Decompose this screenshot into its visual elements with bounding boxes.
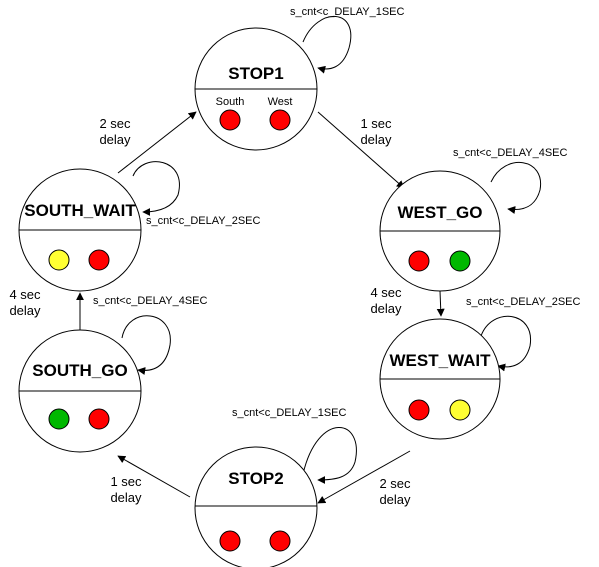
self-loop-stop2 bbox=[302, 427, 357, 484]
west-label: West bbox=[268, 96, 293, 108]
state-stop1: STOP1 South West bbox=[194, 27, 318, 151]
condition-south-go: s_cnt<c_DELAY_4SEC bbox=[93, 295, 207, 307]
delay-west-wait-to-stop2-line2: delay bbox=[379, 492, 411, 507]
delay-west-wait-to-stop2-line1: 2 sec bbox=[379, 476, 411, 491]
delay-west-go-to-west-wait-line2: delay bbox=[370, 301, 402, 316]
delay-south-go-to-south-wait-line2: delay bbox=[9, 303, 41, 318]
west-go-west-light bbox=[449, 250, 471, 272]
condition-west-wait: s_cnt<c_DELAY_2SEC bbox=[466, 296, 580, 308]
delay-west-go-to-west-wait-line1: 4 sec bbox=[370, 285, 402, 300]
arrow-west-go-to-west-wait bbox=[436, 290, 445, 317]
condition-west-go: s_cnt<c_DELAY_4SEC bbox=[453, 147, 567, 159]
south-wait-west-light bbox=[88, 249, 110, 271]
south-wait-south-light bbox=[48, 249, 70, 271]
condition-south-wait: s_cnt<c_DELAY_2SEC bbox=[146, 215, 260, 227]
state-name-west-go: WEST_GO bbox=[397, 203, 482, 222]
arrow-south-wait-to-stop1 bbox=[117, 111, 197, 174]
condition-stop1: s_cnt<c_DELAY_1SEC bbox=[290, 6, 404, 18]
state-name-south-go: SOUTH_GO bbox=[32, 361, 127, 380]
state-west-wait: WEST_WAIT bbox=[379, 318, 501, 440]
west-go-south-light bbox=[408, 250, 430, 272]
stop1-south-light bbox=[219, 109, 241, 131]
state-name-south-wait: SOUTH_WAIT bbox=[24, 201, 136, 220]
state-name-west-wait: WEST_WAIT bbox=[389, 351, 491, 370]
arrow-west-wait-to-stop2 bbox=[317, 450, 411, 504]
state-west-go: WEST_GO bbox=[379, 170, 501, 292]
delay-south-wait-to-stop1-line2: delay bbox=[99, 132, 131, 147]
south-go-south-light bbox=[48, 408, 70, 430]
self-loop-south-wait bbox=[132, 161, 180, 216]
delay-south-go-to-south-wait-line1: 4 sec bbox=[9, 287, 41, 302]
self-loop-stop1 bbox=[302, 16, 352, 74]
state-name-stop2: STOP2 bbox=[228, 469, 283, 488]
south-label: South bbox=[216, 96, 245, 108]
west-wait-south-light bbox=[408, 399, 430, 421]
delay-stop1-to-west-go-line2: delay bbox=[360, 132, 392, 147]
arrow-stop2-to-south-go bbox=[117, 455, 191, 498]
self-loop-south-go bbox=[121, 315, 171, 375]
state-name-stop1: STOP1 bbox=[228, 64, 283, 83]
stop1-west-light bbox=[269, 109, 291, 131]
delay-south-wait-to-stop1-line1: 2 sec bbox=[99, 116, 131, 131]
self-loop-west-go bbox=[490, 161, 542, 214]
self-loop-west-wait bbox=[480, 315, 531, 372]
south-go-west-light bbox=[88, 408, 110, 430]
delay-stop2-to-south-go-line1: 1 sec bbox=[110, 474, 142, 489]
arrow-stop1-to-west-go bbox=[317, 111, 405, 189]
state-stop2: STOP2 bbox=[194, 446, 318, 567]
state-south-go: SOUTH_GO bbox=[18, 329, 142, 453]
delay-stop1-to-west-go-line1: 1 sec bbox=[360, 116, 392, 131]
stop2-west-light bbox=[269, 530, 291, 552]
stop2-south-light bbox=[219, 530, 241, 552]
west-wait-west-light bbox=[449, 399, 471, 421]
condition-stop2: s_cnt<c_DELAY_1SEC bbox=[232, 407, 346, 419]
delay-stop2-to-south-go-line2: delay bbox=[110, 490, 142, 505]
state-south-wait: SOUTH_WAIT bbox=[18, 168, 142, 292]
